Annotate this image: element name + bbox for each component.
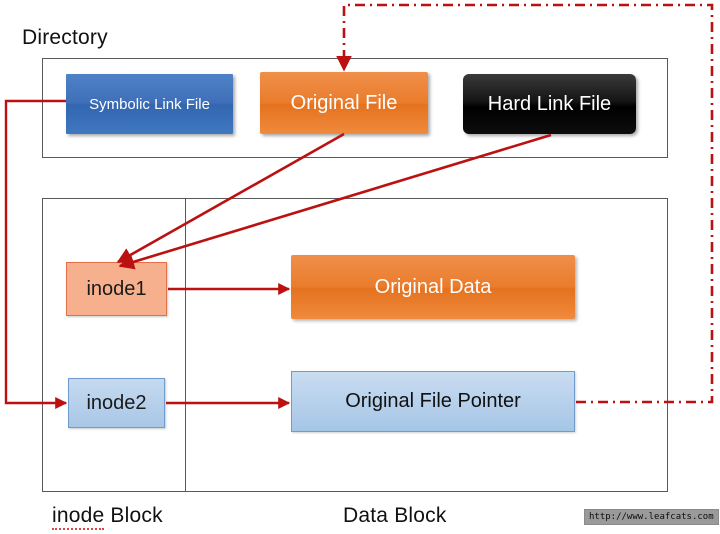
data-block-label: Data Block	[343, 504, 447, 527]
block-container	[42, 198, 668, 492]
node-original-data[interactable]: Original Data	[291, 255, 575, 319]
inode-block-label-word: inode	[52, 504, 105, 530]
node-hard-link-file-label: Hard Link File	[487, 92, 612, 115]
node-original-file-label: Original File	[290, 91, 398, 114]
inode-block-label: inode Block	[52, 504, 163, 530]
block-divider	[185, 198, 186, 492]
node-original-data-label: Original Data	[374, 275, 492, 298]
node-inode2[interactable]: inode2	[68, 378, 165, 428]
node-original-file-pointer-label: Original File Pointer	[345, 390, 521, 412]
inode-block-label-suffix: Block	[104, 504, 163, 527]
node-original-file-pointer[interactable]: Original File Pointer	[291, 371, 575, 432]
watermark: http://www.leafcats.com	[584, 509, 719, 525]
node-original-file[interactable]: Original File	[260, 72, 428, 134]
node-symbolic-link-file-label: Symbolic Link File	[89, 95, 210, 113]
node-inode2-label: inode2	[86, 391, 147, 414]
node-symbolic-link-file[interactable]: Symbolic Link File	[66, 74, 233, 134]
node-inode1[interactable]: inode1	[66, 262, 167, 316]
directory-label: Directory	[22, 26, 108, 49]
node-inode1-label: inode1	[86, 277, 147, 300]
node-hard-link-file[interactable]: Hard Link File	[463, 74, 636, 134]
